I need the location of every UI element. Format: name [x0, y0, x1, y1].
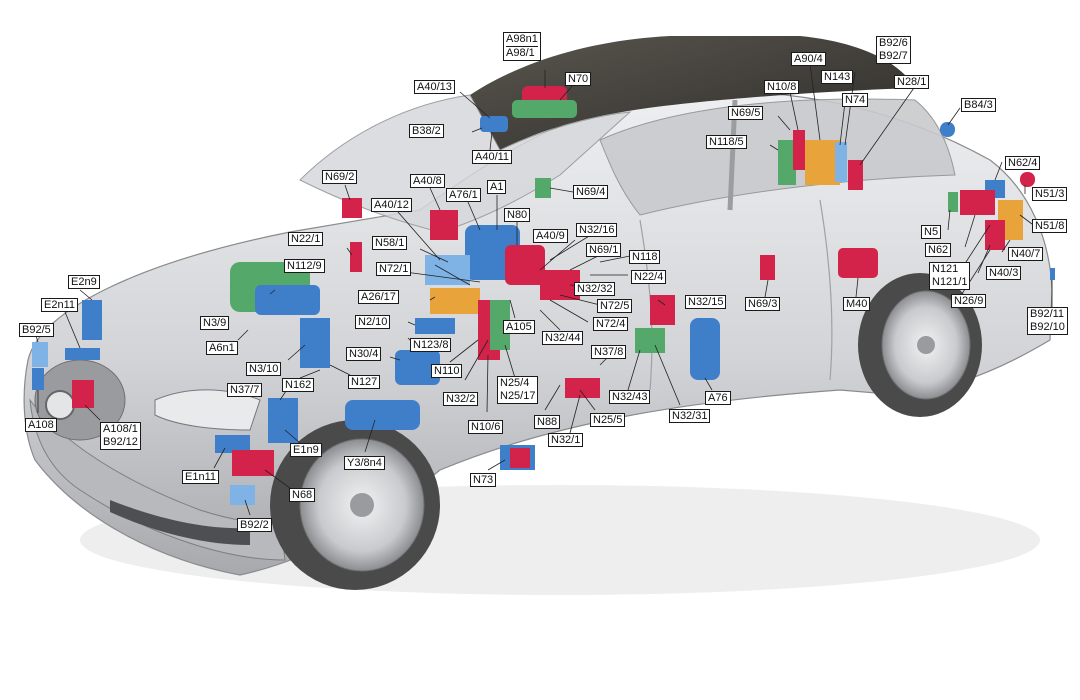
label-n58-1: N58/1	[372, 236, 407, 250]
label-a98: A98n1 A98/1	[503, 32, 541, 61]
label-n37-8: N37/8	[591, 345, 626, 359]
label-n123-8: N123/8	[410, 338, 451, 352]
label-n22-4: N22/4	[631, 270, 666, 284]
label-n74: N74	[842, 93, 868, 107]
label-n3-9: N3/9	[200, 316, 229, 330]
label-a108-1: A108/1	[103, 423, 138, 436]
label-e2n11: E2n11	[41, 298, 78, 312]
label-n10-8: N10/8	[764, 80, 799, 94]
label-n40-3: N40/3	[986, 266, 1021, 280]
label-y3-8n4: Y3/8n4	[344, 456, 385, 470]
label-n62-4: N62/4	[1005, 156, 1040, 170]
label-n69-1: N69/1	[586, 243, 621, 257]
label-m40: M40	[843, 297, 870, 311]
label-n69-5: N69/5	[728, 106, 763, 120]
label-n127: N127	[348, 375, 380, 389]
label-n3-10: N3/10	[246, 362, 281, 376]
label-n32-1: N32/1	[548, 433, 583, 447]
label-b92-11-10: B92/11 B92/10	[1027, 307, 1068, 335]
label-n10-6: N10/6	[468, 420, 503, 434]
label-n80: N80	[504, 208, 530, 222]
label-n121-group: N121 N121/1	[929, 262, 970, 290]
label-a40-11: A40/11	[472, 150, 512, 164]
label-n37-7: N37/7	[227, 383, 262, 397]
label-e1n11: E1n11	[182, 470, 219, 484]
label-n112-9: N112/9	[284, 259, 325, 273]
label-n68: N68	[289, 488, 315, 502]
label-a108: A108	[25, 418, 57, 432]
label-n143: N143	[821, 70, 853, 84]
label-n25-5: N25/5	[590, 413, 625, 427]
label-n69-3: N69/3	[745, 297, 780, 311]
label-a40-12: A40/12	[371, 198, 412, 212]
label-n26-9: N26/9	[951, 294, 986, 308]
label-b92-10: B92/10	[1030, 321, 1065, 334]
label-n30-4: N30/4	[346, 347, 381, 361]
label-n162: N162	[282, 378, 314, 392]
label-a98n1: A98n1	[506, 33, 538, 46]
label-n72-5: N72/5	[597, 299, 632, 313]
label-n32-32: N32/32	[574, 282, 615, 296]
label-n51-3: N51/3	[1032, 187, 1067, 201]
label-n32-31: N32/31	[669, 409, 710, 423]
label-b92-6: B92/6	[879, 37, 908, 50]
label-n88: N88	[534, 415, 560, 429]
label-e1n9: E1n9	[290, 443, 322, 457]
label-n25-4: N25/4	[500, 377, 535, 390]
label-n121: N121	[932, 263, 967, 276]
label-a105: A105	[503, 320, 535, 334]
label-a26-17: A26/17	[358, 290, 399, 304]
label-n110: N110	[431, 364, 462, 378]
label-e2n9: E2n9	[68, 275, 100, 289]
label-n118: N118	[629, 250, 660, 264]
label-n40-7: N40/7	[1008, 247, 1043, 261]
label-a76-1: A76/1	[446, 188, 481, 202]
label-b92-6-7: B92/6 B92/7	[876, 36, 911, 64]
label-b92-5: B92/5	[19, 323, 54, 337]
label-n70: N70	[565, 72, 591, 86]
label-a40-9: A40/9	[533, 229, 568, 243]
label-n32-16: N32/16	[576, 223, 617, 237]
label-n72-4: N72/4	[593, 317, 628, 331]
label-n73: N73	[470, 473, 496, 487]
label-n22-1: N22/1	[288, 232, 323, 246]
label-n118-5: N118/5	[706, 135, 747, 149]
label-b92-7: B92/7	[879, 50, 908, 63]
label-n69-2: N69/2	[322, 170, 357, 184]
label-n72-1: N72/1	[376, 262, 411, 276]
label-n32-15: N32/15	[685, 295, 726, 309]
label-a40-8: A40/8	[410, 174, 445, 188]
label-n69-4: N69/4	[573, 185, 608, 199]
label-n5: N5	[921, 225, 941, 239]
label-n2-10: N2/10	[355, 315, 390, 329]
label-n28-1: N28/1	[894, 75, 929, 89]
label-n121-1: N121/1	[932, 276, 967, 289]
label-n32-43: N32/43	[609, 390, 650, 404]
label-n32-2: N32/2	[443, 392, 478, 406]
label-a76: A76	[705, 391, 731, 405]
label-n62: N62	[925, 243, 951, 257]
label-a108-group: A108/1 B92/12	[100, 422, 141, 450]
label-b92-12: B92/12	[103, 436, 138, 449]
label-b92-2: B92/2	[237, 518, 272, 532]
label-n51-8: N51/8	[1032, 219, 1067, 233]
label-n32-44: N32/44	[542, 331, 583, 345]
label-n25-17: N25/17	[500, 390, 535, 403]
label-b84-3: B84/3	[961, 98, 996, 112]
label-a1: A1	[487, 180, 506, 194]
label-a90-4: A90/4	[791, 52, 826, 66]
label-a6n1: A6n1	[206, 341, 238, 355]
label-b38-2: B38/2	[409, 124, 444, 138]
label-b92-11: B92/11	[1030, 308, 1065, 321]
label-n25: N25/4 N25/17	[497, 376, 538, 404]
label-a40-13: A40/13	[414, 80, 455, 94]
label-a98-1: A98/1	[506, 46, 538, 60]
